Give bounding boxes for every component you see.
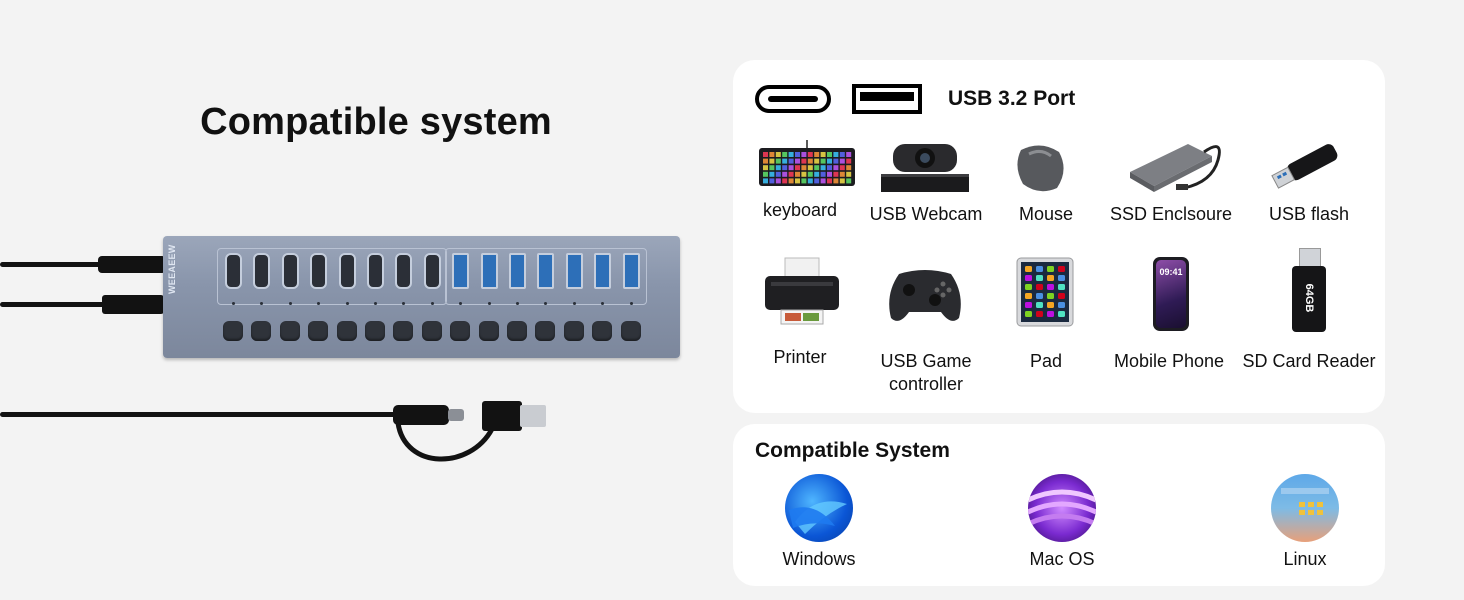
port-power-switch [507, 321, 527, 341]
device-label-game-line2: controller [888, 374, 964, 394]
usb-a-port [452, 253, 470, 289]
macos-icon [1028, 474, 1096, 542]
device-label-sd-reader: SD Card Reader [1242, 351, 1376, 371]
usb-c-connector [448, 409, 464, 421]
power-plug [102, 295, 164, 314]
port-power-switch [365, 321, 385, 341]
status-led [374, 302, 377, 305]
port-power-switch [478, 321, 499, 341]
usb-c-port [338, 253, 356, 289]
phone-icon: 09:41 [1153, 257, 1189, 331]
mouse-icon [1017, 145, 1064, 192]
usb-c-port-icon [755, 85, 831, 113]
linux-icon [1271, 474, 1339, 542]
status-led [601, 302, 605, 305]
device-label-pad: Pad [1029, 351, 1063, 371]
usb-a-port [594, 253, 612, 289]
port-power-switch [592, 321, 613, 341]
usb-a-port [565, 253, 583, 289]
status-led [402, 302, 406, 305]
usb-flash-icon [1271, 144, 1338, 189]
port-label: USB 3.2 Port [948, 87, 1076, 110]
phone-clock: 09:41 [1159, 267, 1183, 277]
usb-c-port [281, 253, 299, 289]
usb-a-adapter [482, 401, 522, 431]
port-power-switch [563, 321, 584, 341]
status-led [260, 302, 264, 305]
usb-c-port [423, 253, 441, 289]
port-power-switch [535, 321, 556, 341]
sd-card-reader-icon: 64GB [1292, 248, 1326, 332]
ssd-enclosure-icon [1130, 144, 1221, 192]
usb-c-adapter [393, 405, 449, 425]
adapter-loop-cable [395, 422, 495, 462]
device-label-webcam: USB Webcam [869, 204, 983, 224]
printer-icon [765, 257, 839, 325]
port-power-switch [336, 321, 357, 341]
usb-c-port [225, 253, 242, 289]
usb-hub-illustration: WEEAEEW [0, 225, 700, 485]
usb-c-cable [0, 262, 110, 267]
game-controller-icon [889, 270, 961, 321]
device-label-game-line1: USB Game [880, 351, 972, 371]
power-cable [0, 302, 110, 307]
brand-logo: WEEAEEW [167, 244, 177, 294]
keyboard-icon [759, 140, 855, 186]
port-power-switch [251, 321, 272, 341]
os-label-windows: Windows [782, 549, 856, 569]
hub-body: WEEAEEW [163, 236, 680, 358]
usb-a-connector [520, 405, 546, 427]
device-label-printer: Printer [773, 347, 827, 367]
status-led [516, 302, 519, 305]
usb-a-port [480, 253, 498, 289]
device-label-keyboard: keyboard [762, 200, 838, 220]
status-led [317, 302, 321, 305]
usb-c-port [367, 253, 384, 289]
usb-c-plug [98, 256, 166, 273]
usb-c-port [253, 253, 271, 289]
os-label-linux: Linux [1283, 549, 1327, 569]
port-power-switch [279, 321, 300, 341]
webcam-icon [881, 144, 969, 192]
status-led [459, 302, 463, 305]
windows-icon [785, 474, 853, 542]
status-led [232, 302, 235, 305]
page-title: Compatible system [200, 101, 552, 143]
usb-c-port [310, 253, 328, 289]
usb-c-port-group [217, 248, 447, 305]
usb-a-port-icon [852, 84, 922, 114]
port-power-switch [393, 321, 414, 341]
device-label-usb-flash: USB flash [1268, 204, 1350, 224]
port-power-switch [450, 321, 471, 341]
usb-a-port [537, 253, 555, 289]
usb-a-port [622, 253, 640, 289]
port-power-switch [421, 321, 442, 341]
port-power-switch [308, 321, 329, 341]
status-led [487, 302, 491, 305]
status-led [288, 302, 292, 305]
port-power-switch [223, 321, 243, 341]
device-label-game-controller: USB Game controller [861, 350, 991, 396]
tablet-icon [1016, 257, 1074, 327]
device-label-mouse: Mouse [1018, 204, 1074, 224]
compatible-devices-card: USB 3.2 Port keyboard USB Webcam Mouse S… [733, 60, 1385, 413]
status-led [430, 302, 434, 305]
status-led [572, 302, 576, 305]
port-power-switch [620, 321, 641, 341]
status-led [345, 302, 349, 305]
host-cable [0, 412, 410, 417]
usb-a-port [509, 253, 526, 289]
sd-capacity-label: 64GB [1303, 283, 1315, 313]
status-led [629, 302, 633, 305]
compatible-system-card: Compatible System Windows Mac OS Linux [733, 424, 1385, 586]
compatible-system-title: Compatible System [755, 439, 950, 462]
os-label-macos: Mac OS [1029, 549, 1095, 569]
device-label-phone: Mobile Phone [1113, 351, 1225, 371]
status-led [544, 302, 548, 305]
usb-c-port [395, 253, 413, 289]
device-label-ssd: SSD Enclsoure [1109, 204, 1233, 224]
